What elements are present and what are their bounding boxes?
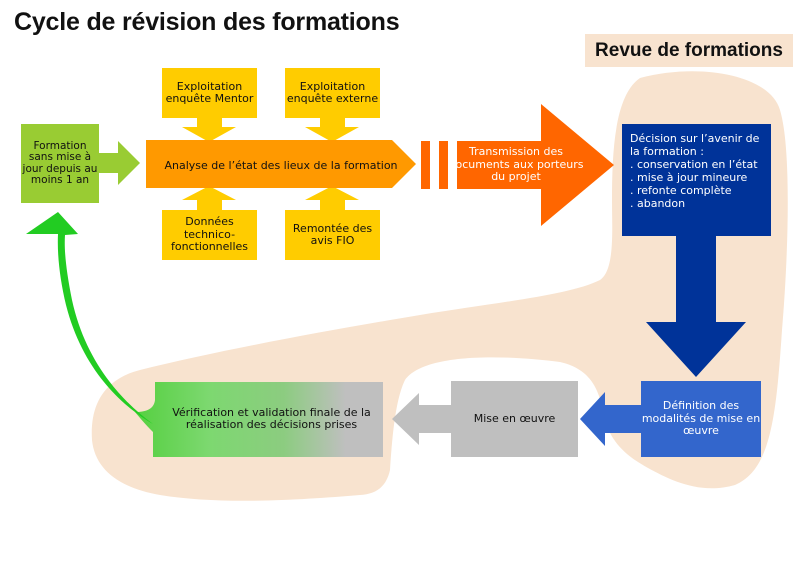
start-arrow (99, 141, 140, 185)
input-node-externe: Exploitation enquête externe (285, 68, 380, 118)
verification-node: Vérification et validation finale de la … (172, 405, 371, 431)
zone-label: Revue de formations (585, 34, 793, 67)
input-node-donnees: Données technico-fonctionnelles (162, 210, 257, 260)
decision-option: . abandon (630, 197, 686, 210)
input-node-mentor: Exploitation enquête Mentor (162, 68, 257, 118)
decision-option: . mise à jour mineure (630, 171, 748, 184)
mise-left-arrow (392, 393, 451, 445)
input-node-avis: Remontée des avis FIO (285, 210, 380, 260)
input-arrow-4 (305, 186, 359, 210)
input-arrow-3 (182, 186, 236, 210)
decision-node: Décision sur l’avenir de la formation : … (622, 124, 771, 236)
bar-2 (439, 141, 448, 189)
input-arrow-2 (305, 118, 359, 142)
transmission-arrow (457, 104, 614, 226)
decision-down-arrow (646, 236, 746, 377)
input-arrow-1 (182, 118, 236, 142)
definition-left-arrow (580, 392, 641, 446)
decision-option: . refonte complète (630, 184, 732, 197)
decision-heading: Décision sur l’avenir de la formation : (630, 132, 760, 158)
analyse-node: Analyse de l’état des lieux de la format… (164, 158, 398, 172)
decision-option: . conservation en l’état (630, 158, 758, 171)
transmission-node: Transmission des documents aux porteurs … (448, 145, 584, 184)
page-title: Cycle de révision des formations (14, 8, 400, 36)
analyse-shape (146, 140, 416, 188)
definition-node: Définition des modalités de mise en œuvr… (641, 381, 761, 457)
return-arrow (26, 212, 153, 424)
mise-en-oeuvre-node: Mise en œuvre (451, 381, 578, 457)
bar-1 (421, 141, 430, 189)
start-node: Formation sans mise à jour depuis au moi… (21, 124, 99, 203)
verification-shape (135, 382, 383, 457)
